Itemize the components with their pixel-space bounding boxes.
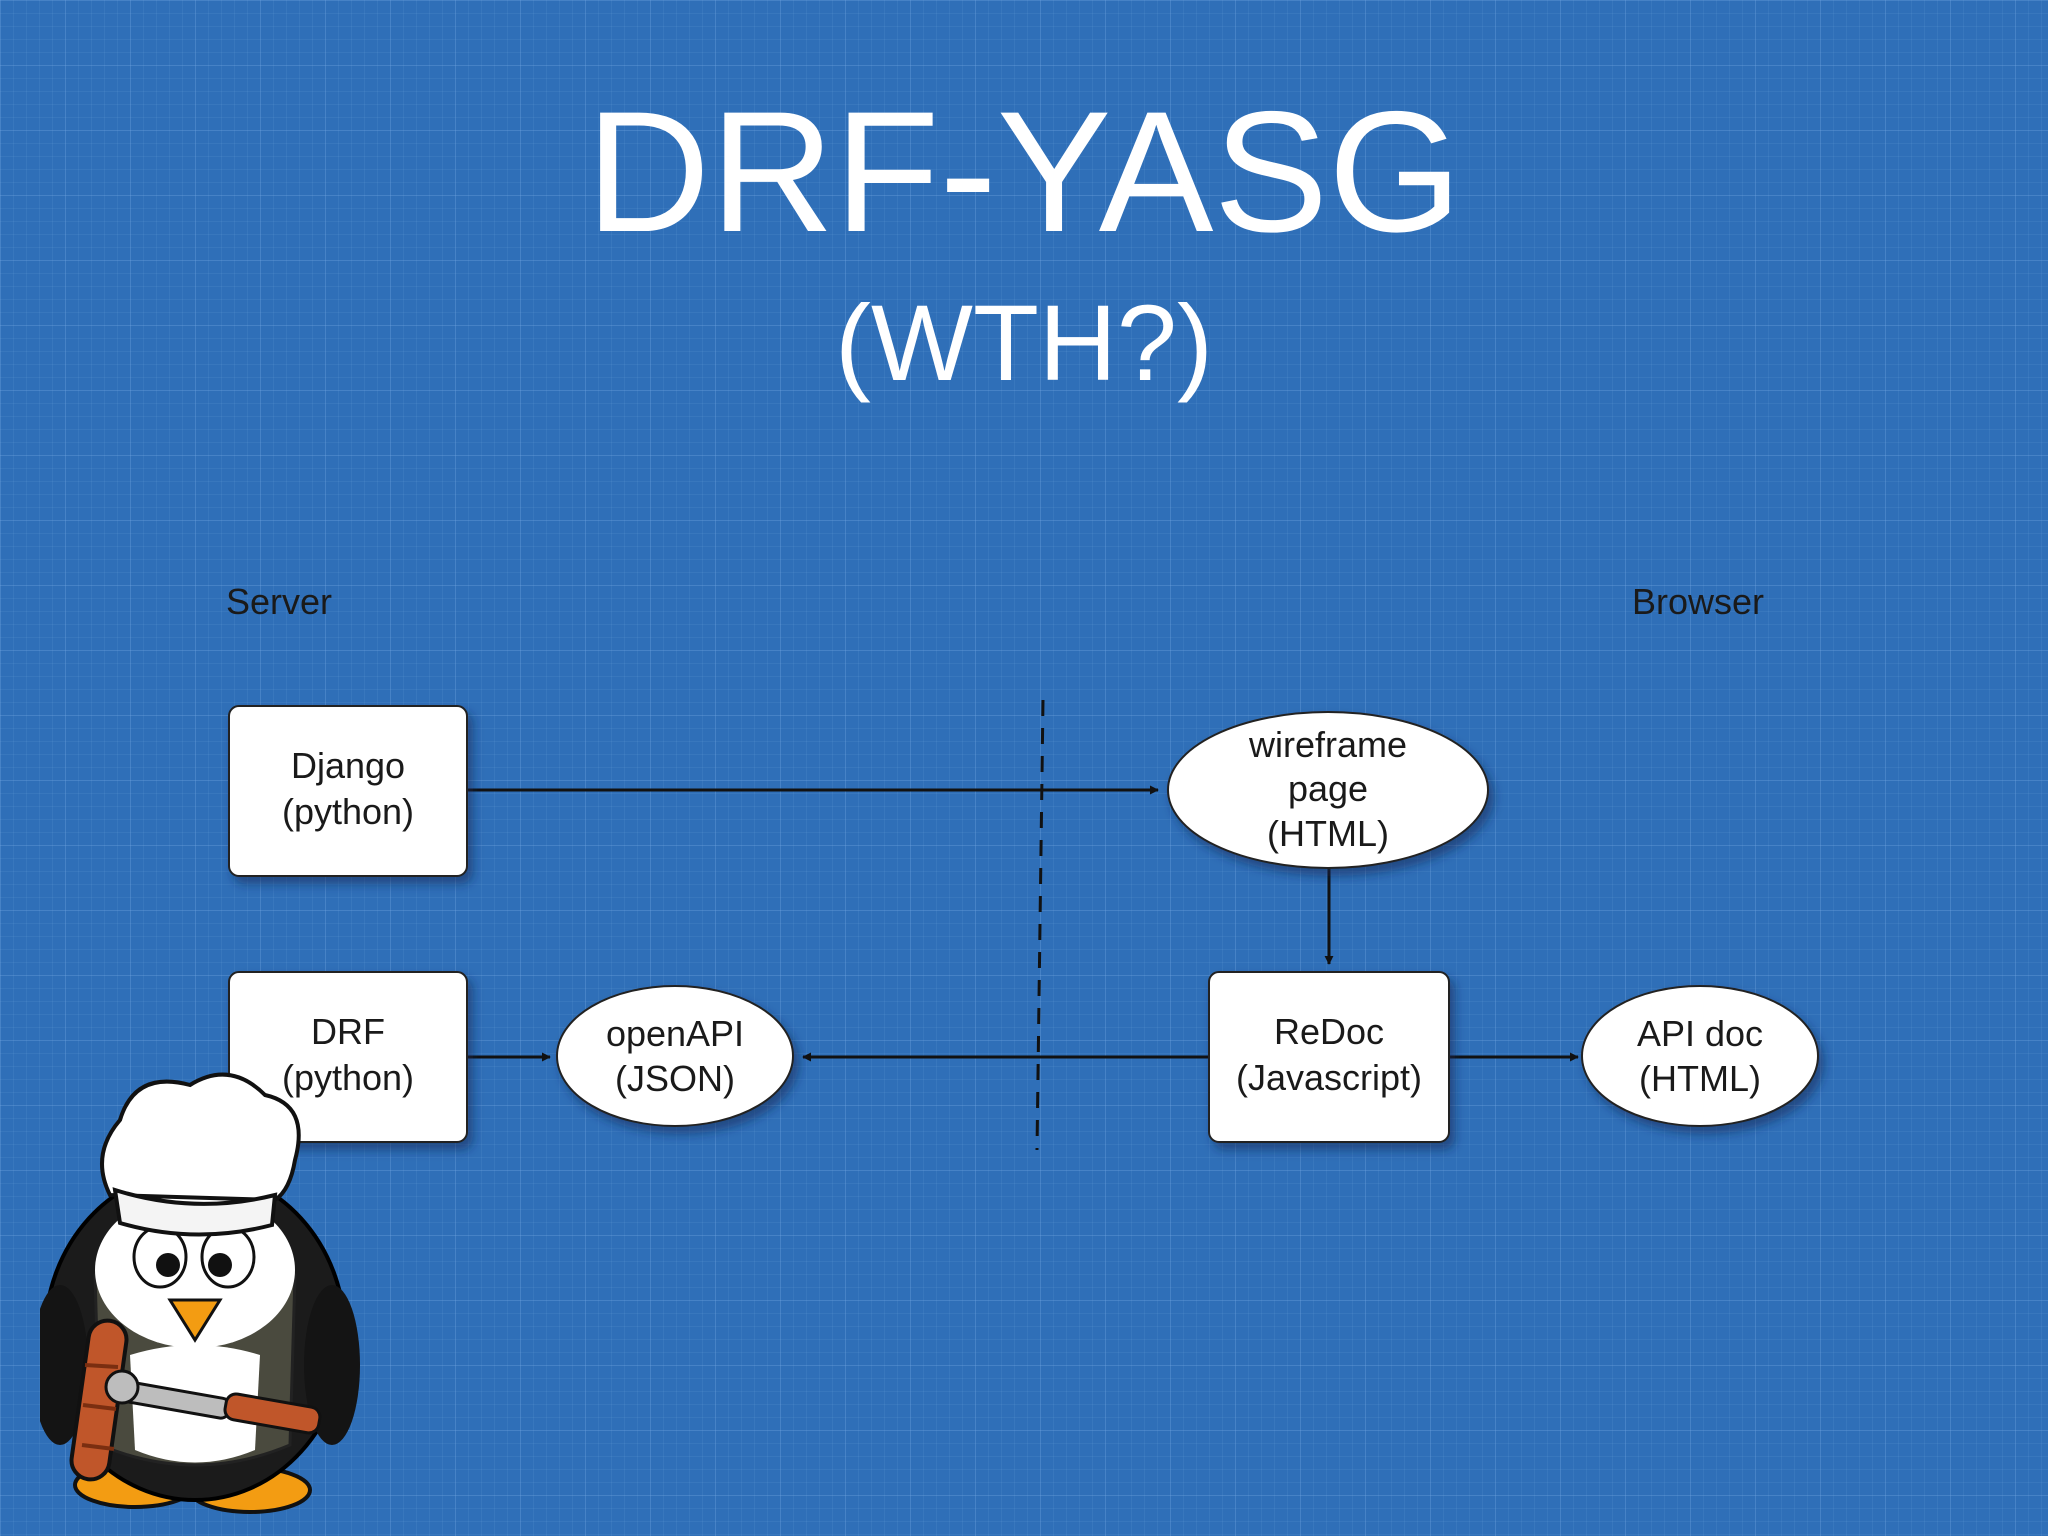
node-wireframe: wireframe page (HTML) bbox=[1167, 711, 1489, 869]
node-redoc: ReDoc (Javascript) bbox=[1208, 971, 1450, 1143]
node-redoc-line-2: (Javascript) bbox=[1236, 1057, 1422, 1098]
node-django-line-2: (python) bbox=[282, 791, 414, 832]
node-drf: DRF (python) bbox=[228, 971, 468, 1143]
slide-title: DRF-YASG bbox=[586, 76, 1462, 268]
node-openapi-line-2: (JSON) bbox=[615, 1058, 735, 1099]
node-wireframe-line-3: (HTML) bbox=[1267, 813, 1389, 854]
node-openapi-line-1: openAPI bbox=[606, 1013, 744, 1054]
node-wireframe-line-1: wireframe bbox=[1248, 724, 1407, 765]
node-apidoc-line-2: (HTML) bbox=[1639, 1058, 1761, 1099]
node-django: Django (python) bbox=[228, 705, 468, 877]
server-label: Server bbox=[226, 581, 332, 622]
server-browser-divider bbox=[1035, 699, 1045, 1151]
node-openapi: openAPI (JSON) bbox=[556, 985, 794, 1127]
node-redoc-line-1: ReDoc bbox=[1274, 1011, 1384, 1052]
browser-label: Browser bbox=[1632, 581, 1764, 622]
node-apidoc: API doc (HTML) bbox=[1581, 985, 1819, 1127]
node-drf-line-1: DRF bbox=[311, 1011, 385, 1052]
node-wireframe-line-2: page bbox=[1288, 768, 1368, 809]
node-apidoc-line-1: API doc bbox=[1637, 1013, 1763, 1054]
node-drf-line-2: (python) bbox=[282, 1057, 414, 1098]
chef-penguin-icon bbox=[40, 1072, 360, 1514]
slide-subtitle: (WTH?) bbox=[835, 282, 1213, 403]
node-django-line-1: Django bbox=[291, 745, 405, 786]
